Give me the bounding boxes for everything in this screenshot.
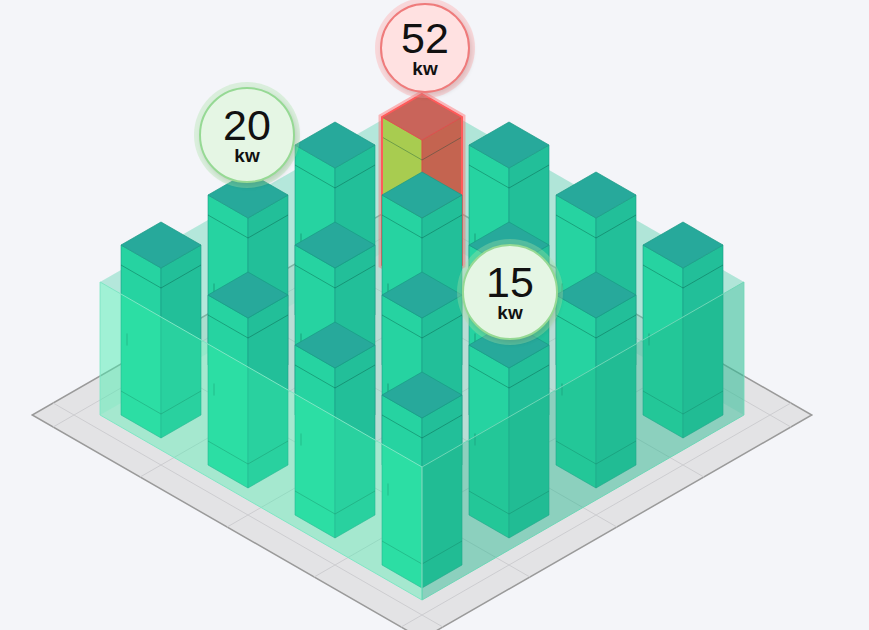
rack-band <box>556 315 636 338</box>
rack-band <box>556 215 636 238</box>
rack-band <box>643 265 723 288</box>
rack-band <box>208 215 288 238</box>
rack-top <box>382 172 462 218</box>
rack-band <box>469 365 549 388</box>
cage-wall <box>100 282 422 600</box>
floor-plate <box>32 191 812 630</box>
power-unit: kw <box>412 59 437 78</box>
power-value: 52 <box>401 18 449 59</box>
rack-band <box>121 265 201 288</box>
containment-front <box>100 282 744 600</box>
rack-top <box>121 222 201 268</box>
rack-band <box>208 315 288 338</box>
rack-band <box>469 165 549 188</box>
rack-top <box>208 272 288 318</box>
rack-band <box>382 137 462 160</box>
power-unit: kw <box>497 303 522 322</box>
rack-top <box>295 222 375 268</box>
power-value: 20 <box>223 105 271 146</box>
power-unit: kw <box>234 146 259 165</box>
power-callout: 15kw <box>462 244 558 340</box>
rack-top <box>556 272 636 318</box>
floor <box>32 191 812 630</box>
cage-wall <box>422 282 744 600</box>
rack-top <box>556 172 636 218</box>
rack-band <box>382 215 462 238</box>
rack-top <box>382 94 462 140</box>
power-value: 15 <box>486 262 534 303</box>
rack-band <box>295 365 375 388</box>
rack-top <box>643 222 723 268</box>
rack-band <box>382 315 462 338</box>
rack-top <box>469 122 549 168</box>
rack-top <box>382 272 462 318</box>
rack-top <box>295 122 375 168</box>
power-callout: 52kw <box>380 3 470 93</box>
rack-top <box>295 322 375 368</box>
rack-band <box>295 165 375 188</box>
rack-top <box>382 372 462 418</box>
rack-band <box>295 265 375 288</box>
rack-band <box>382 415 462 438</box>
power-callout: 20kw <box>199 87 295 183</box>
